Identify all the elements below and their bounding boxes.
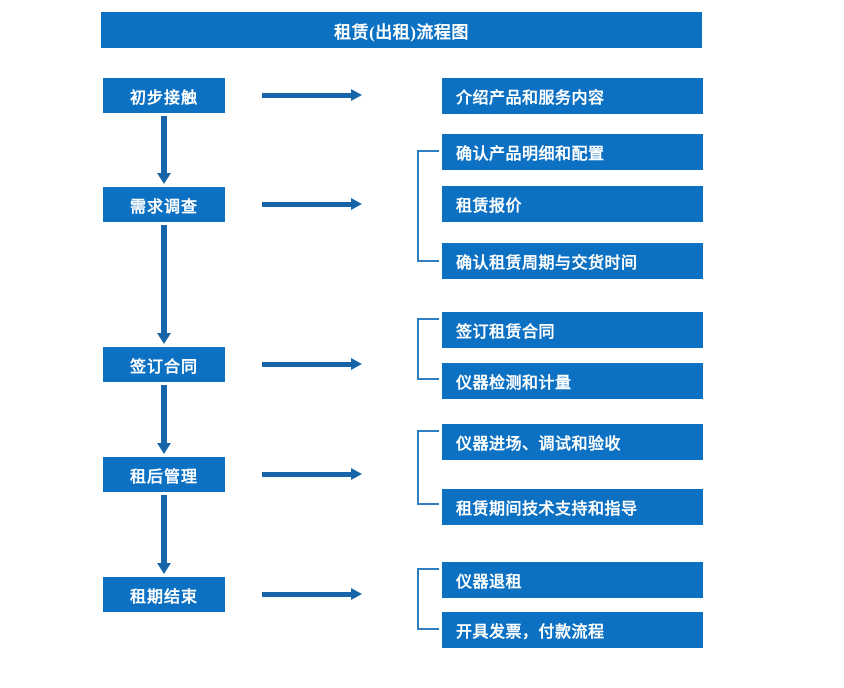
stage-box-needs-survey[interactable]: 需求调查: [103, 187, 225, 222]
detail-box-introduce-products[interactable]: 介绍产品和服务内容: [442, 78, 703, 114]
arrow-head: [351, 358, 362, 370]
stage-box-post-rental-management[interactable]: 租后管理: [103, 457, 225, 492]
detail-label: 仪器检测和计量: [456, 375, 572, 392]
arrow-shaft: [262, 202, 352, 207]
down-arrow-icon-2: [157, 225, 171, 344]
right-arrow-icon-5: [262, 587, 362, 601]
detail-label: 仪器进场、调试和验收: [456, 436, 622, 453]
stage-box-rental-end[interactable]: 租期结束: [103, 577, 225, 612]
page-title: 租赁(出租)流程图: [334, 22, 469, 42]
stage-label: 初步接触: [129, 89, 198, 107]
group-bracket-sign-contract: [417, 318, 439, 380]
detail-box-invoice-payment[interactable]: 开具发票，付款流程: [442, 612, 703, 648]
arrow-shaft: [262, 592, 352, 597]
arrow-shaft: [161, 225, 167, 334]
detail-box-confirm-product-spec[interactable]: 确认产品明细和配置: [442, 134, 703, 170]
arrow-shaft: [161, 495, 167, 564]
arrow-head: [157, 173, 171, 184]
detail-box-technical-support[interactable]: 租赁期间技术支持和指导: [442, 489, 703, 525]
stage-label: 需求调查: [129, 198, 198, 216]
group-bracket-needs-survey: [417, 150, 439, 262]
detail-label: 确认租赁周期与交货时间: [456, 255, 638, 272]
arrow-head: [351, 468, 362, 480]
detail-box-sign-rental-contract[interactable]: 签订租赁合同: [442, 312, 703, 348]
arrow-shaft: [262, 362, 352, 367]
right-arrow-icon-4: [262, 467, 362, 481]
arrow-shaft: [161, 385, 167, 444]
right-arrow-icon-1: [262, 88, 362, 102]
down-arrow-icon-1: [157, 116, 171, 184]
detail-label: 仪器退租: [456, 574, 523, 591]
arrow-head: [157, 443, 171, 454]
detail-label: 开具发票，付款流程: [456, 624, 605, 641]
stage-box-sign-contract[interactable]: 签订合同: [103, 347, 225, 382]
detail-label: 介绍产品和服务内容: [456, 90, 605, 107]
detail-label: 租赁报价: [456, 198, 523, 215]
arrow-shaft: [161, 116, 167, 174]
detail-box-instrument-onsite[interactable]: 仪器进场、调试和验收: [442, 424, 703, 460]
stage-label: 租期结束: [129, 588, 198, 606]
arrow-head: [157, 333, 171, 344]
right-arrow-icon-2: [262, 197, 362, 211]
stage-label: 租后管理: [129, 468, 198, 486]
down-arrow-icon-4: [157, 495, 171, 574]
arrow-head: [351, 588, 362, 600]
detail-box-instrument-inspection[interactable]: 仪器检测和计量: [442, 363, 703, 399]
detail-label: 签订租赁合同: [456, 324, 556, 341]
arrow-shaft: [262, 93, 352, 98]
down-arrow-icon-3: [157, 385, 171, 454]
arrow-head: [157, 563, 171, 574]
chart-title-bar: 租赁(出租)流程图: [101, 12, 702, 48]
right-arrow-icon-3: [262, 357, 362, 371]
arrow-head: [351, 89, 362, 101]
detail-box-confirm-period-delivery[interactable]: 确认租赁周期与交货时间: [442, 243, 703, 279]
detail-box-rental-quotation[interactable]: 租赁报价: [442, 186, 703, 222]
stage-box-initial-contact[interactable]: 初步接触: [103, 78, 225, 113]
arrow-head: [351, 198, 362, 210]
detail-box-instrument-return[interactable]: 仪器退租: [442, 562, 703, 598]
detail-label: 租赁期间技术支持和指导: [456, 501, 638, 518]
group-bracket-rental-end: [417, 568, 439, 630]
group-bracket-post-rental: [417, 430, 439, 505]
stage-label: 签订合同: [129, 358, 198, 376]
detail-label: 确认产品明细和配置: [456, 146, 605, 163]
arrow-shaft: [262, 472, 352, 477]
